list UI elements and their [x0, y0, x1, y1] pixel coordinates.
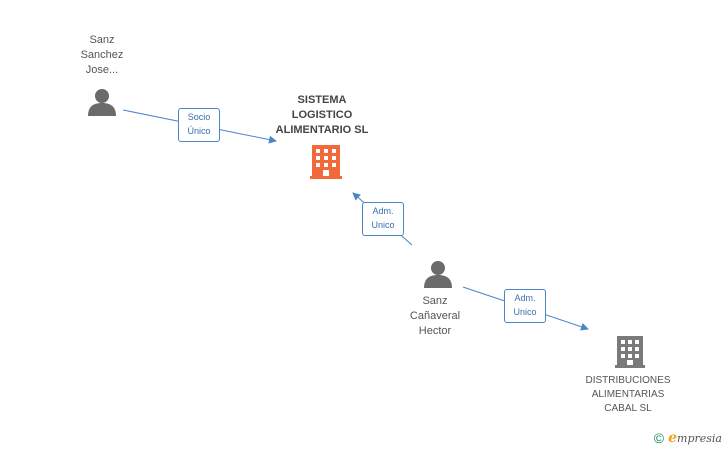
copyright-symbol: © — [653, 430, 665, 446]
company-label-distribuciones[interactable]: DISTRIBUCIONES ALIMENTARIAS CABAL SL — [585, 375, 671, 414]
edge-label-adm-distribuciones: Adm. Unico — [504, 289, 546, 323]
company-label-sistema[interactable]: SISTEMA LOGISTICO ALIMENTARIO SL — [275, 94, 369, 136]
person-icon[interactable] — [88, 89, 116, 116]
building-icon[interactable] — [615, 336, 645, 368]
edge-label-adm-sistema: Adm. Unico — [362, 202, 404, 236]
person-label-canaveral[interactable]: Sanz Cañaveral Hector — [409, 295, 461, 337]
empresia-logo: empresia — [668, 430, 722, 446]
person-label-sanchez[interactable]: Sanz Sanchez Jose... — [80, 34, 124, 76]
person-icon[interactable] — [424, 261, 452, 288]
building-icon[interactable] — [310, 145, 342, 179]
edge-label-socio: Socio Único — [178, 108, 220, 142]
footer-brand: © empresia — [654, 430, 722, 446]
